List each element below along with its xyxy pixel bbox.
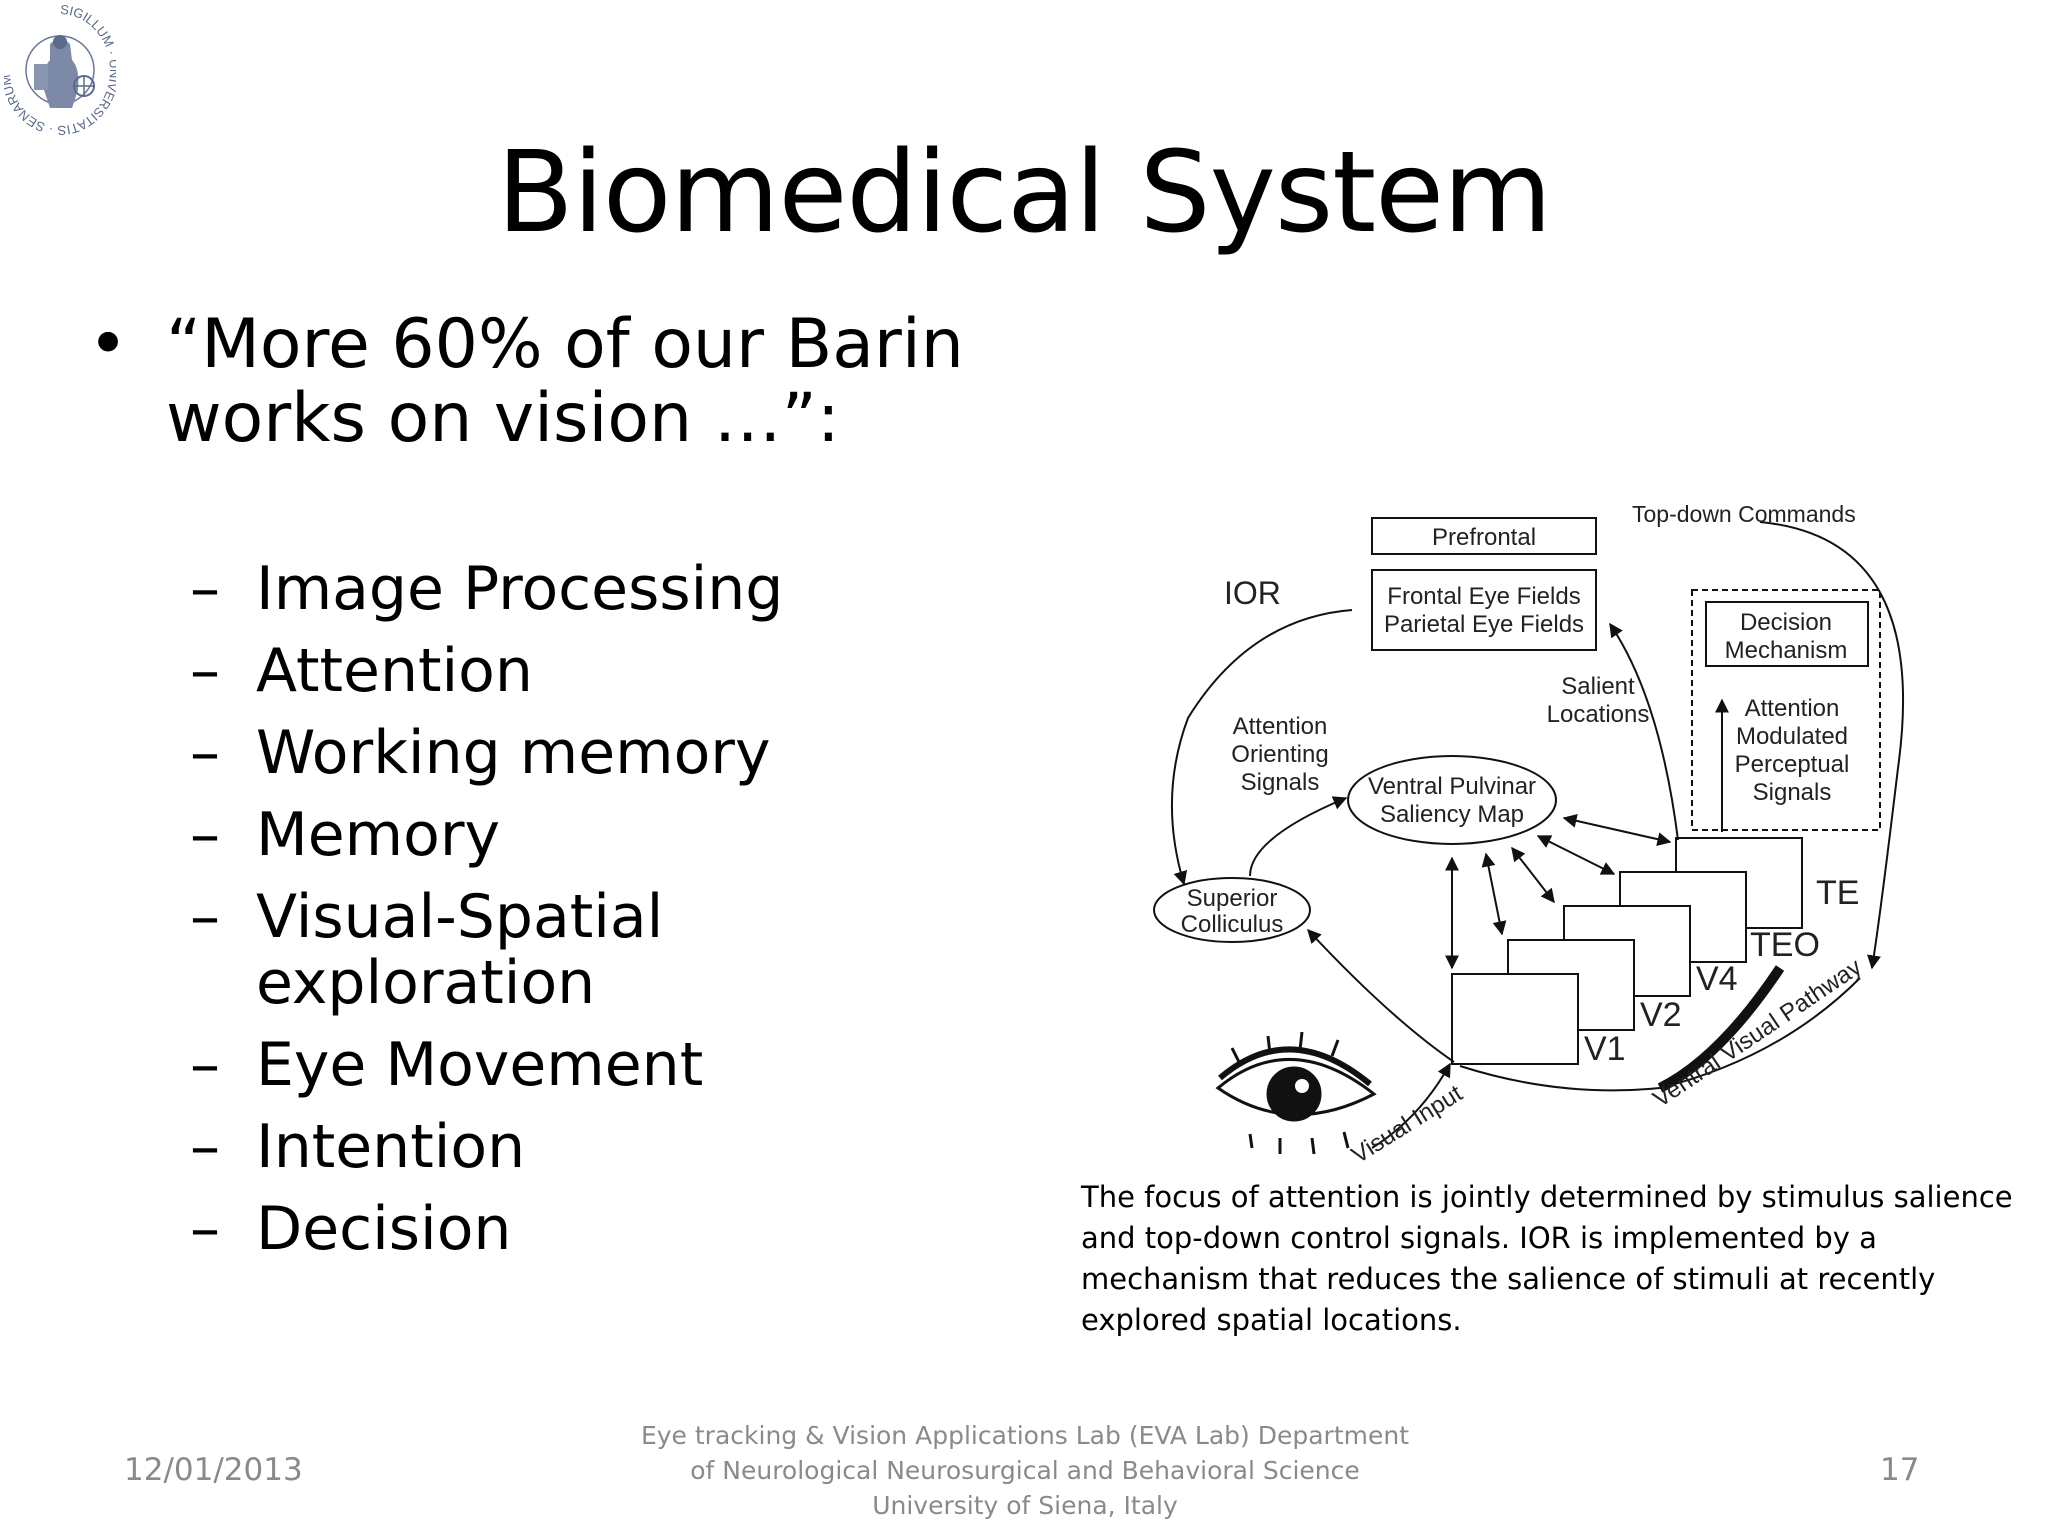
superior-colliculus-ellipse	[1153, 877, 1311, 943]
footer-date: 12/01/2013	[124, 1452, 303, 1488]
visual-input-arrow	[1371, 1062, 1451, 1149]
pulvinar-label-1: Ventral Pulvinar	[1368, 773, 1536, 800]
slide-title: Biomedical System	[496, 128, 1552, 258]
list-item: –Intention	[190, 1114, 990, 1180]
attention-orienting-label-1: Attention	[1233, 713, 1328, 740]
ior-arrow	[1171, 609, 1353, 886]
te-label: TE	[1816, 874, 1859, 912]
prefrontal-label: Prefrontal	[1432, 524, 1536, 551]
salient-label-1: Salient	[1561, 673, 1635, 700]
orienting-arrow	[1249, 796, 1348, 877]
university-seal-icon: SIGILLUM · UNIVERSITATIS · SENARUM	[0, 2, 122, 138]
list-item: –Eye Movement	[190, 1032, 990, 1098]
bullet-mark: •	[88, 305, 129, 384]
visual-attention-diagram: Prefrontal Top-down Commands IOR Frontal…	[1140, 498, 1930, 1169]
decision-label-2: Mechanism	[1725, 637, 1848, 664]
list-item-text: Intention	[256, 1112, 526, 1182]
attention-modulated-label-2: Modulated	[1736, 723, 1848, 750]
pulvinar-teo-arrow	[1536, 835, 1616, 875]
list-item: –Attention	[190, 638, 990, 704]
prefrontal-box	[1371, 517, 1597, 555]
list-item: –Working memory	[190, 720, 990, 786]
parietal-eye-fields-label: Parietal Eye Fields	[1384, 611, 1584, 638]
decision-label-1: Decision	[1740, 609, 1832, 636]
list-item: –Visual-Spatial exploration	[190, 884, 990, 1016]
dash-mark: –	[190, 718, 220, 788]
frontal-eye-fields-label: Frontal Eye Fields	[1387, 583, 1580, 610]
diagram-caption: The focus of attention is jointly determ…	[1081, 1180, 2013, 1337]
dash-mark: –	[190, 800, 220, 870]
v2-label: V2	[1640, 996, 1682, 1034]
dash-mark: –	[190, 554, 220, 624]
salient-label-2: Locations	[1547, 701, 1650, 728]
list-item: –Decision	[190, 1196, 990, 1262]
top-down-label: Top-down Commands	[1632, 501, 1856, 527]
superior-colliculus-label-2: Colliculus	[1181, 911, 1284, 938]
sub-list: –Image Processing –Attention –Working me…	[190, 556, 990, 1278]
pulvinar-v4-arrow	[1511, 846, 1555, 904]
v1-colliculus-arrow	[1307, 928, 1455, 1063]
v4-label: V4	[1696, 960, 1738, 998]
university-seal-logo: SIGILLUM · UNIVERSITATIS · SENARUM	[0, 2, 122, 138]
attention-modulated-label-1: Attention	[1745, 695, 1840, 722]
dash-mark: –	[190, 882, 220, 952]
v1-frame	[1451, 973, 1579, 1065]
attention-modulated-label-3: Perceptual	[1735, 751, 1850, 778]
ior-label: IOR	[1224, 575, 1281, 611]
list-item-text: Image Processing	[256, 554, 784, 624]
list-item-text: Eye Movement	[256, 1030, 704, 1100]
attention-orienting-label-3: Signals	[1241, 769, 1320, 796]
dash-mark: –	[190, 1194, 220, 1264]
list-item-text: Memory	[256, 800, 501, 870]
attention-modulated-label-4: Signals	[1753, 779, 1832, 806]
list-item: –Memory	[190, 802, 990, 868]
pulvinar-ellipse	[1347, 755, 1557, 845]
list-item-text: Decision	[256, 1194, 512, 1264]
salient-arrow	[1609, 622, 1679, 841]
ventral-pathway-band	[1657, 965, 1785, 1093]
list-item-text: Attention	[256, 636, 533, 706]
attention-orienting-label-2: Orienting	[1231, 741, 1328, 768]
pulvinar-label-2: Saliency Map	[1380, 801, 1524, 828]
list-item-text: Visual-Spatial exploration	[256, 882, 664, 1018]
dash-mark: –	[190, 1112, 220, 1182]
list-item-text: Working memory	[256, 718, 771, 788]
pulvinar-te-arrow	[1562, 813, 1672, 847]
list-item: –Image Processing	[190, 556, 990, 622]
teo-label: TEO	[1750, 926, 1820, 964]
pulvinar-v2-arrow	[1481, 852, 1507, 936]
page-number: 17	[1880, 1452, 1920, 1488]
superior-colliculus-label-1: Superior	[1187, 885, 1278, 912]
dash-mark: –	[190, 1030, 220, 1100]
footer-lab-info: Eye tracking & Vision Applications Lab (…	[640, 1421, 1410, 1520]
eye-fields-box	[1371, 569, 1597, 651]
v1-label: V1	[1584, 1030, 1626, 1068]
bullet-text: “More 60% of our Barin works on vision ……	[166, 305, 964, 458]
top-down-arrow	[1759, 521, 1905, 970]
eye-icon	[1215, 1031, 1377, 1155]
decision-dashed-box	[1691, 589, 1881, 831]
decision-inner-box	[1705, 601, 1869, 667]
dash-mark: –	[190, 636, 220, 706]
